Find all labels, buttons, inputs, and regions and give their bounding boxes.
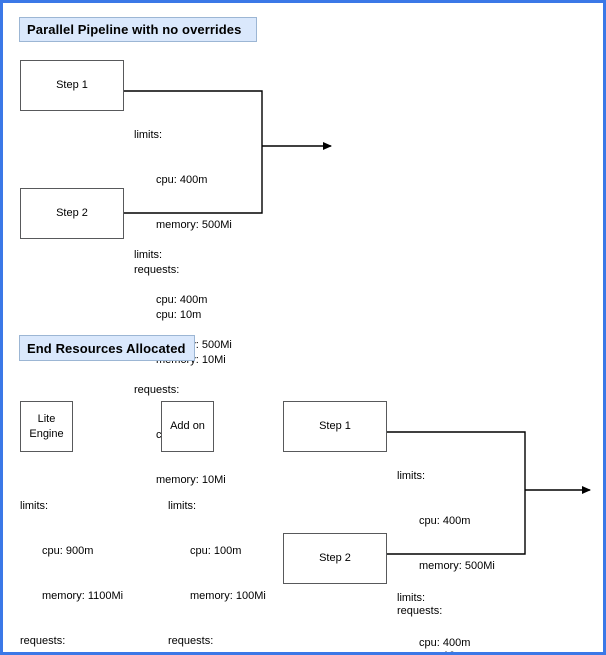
requests-label: requests: (397, 605, 443, 617)
limits-memory: memory: 100Mi (190, 590, 266, 602)
limits-label: limits: (20, 500, 49, 512)
section-title-parallel-pipeline: Parallel Pipeline with no overrides (19, 17, 257, 42)
limits-memory: memory: 500Mi (156, 219, 232, 231)
limits-cpu: cpu: 900m (42, 545, 94, 557)
requests-cpu: cpu: 10m (156, 309, 202, 321)
node-label-line-1: Lite (37, 412, 56, 425)
node-bottom-step-2[interactable]: Step 2 (283, 533, 387, 584)
node-add-on[interactable]: Add on (161, 401, 214, 452)
node-top-step-2[interactable]: Step 2 (20, 188, 124, 239)
node-bottom-step-1[interactable]: Step 1 (283, 401, 387, 452)
requests-label: requests: (168, 635, 214, 647)
section-title-end-resources: End Resources Allocated (19, 335, 195, 361)
limits-label: limits: (168, 500, 197, 512)
resources-bottom-step-1: limits: cpu: 400m memory: 500Mi requests… (397, 439, 495, 652)
limits-cpu: cpu: 400m (419, 515, 471, 527)
limits-cpu: cpu: 400m (419, 637, 471, 649)
node-label: Step 1 (56, 79, 88, 91)
node-label-line-1: Add on (170, 420, 205, 432)
node-label-line-2: Engine (29, 427, 64, 440)
node-label: Step 2 (319, 552, 351, 564)
node-top-step-1[interactable]: Step 1 (20, 60, 124, 111)
limits-label: limits: (134, 129, 163, 141)
resources-lite-engine: limits: cpu: 900m memory: 1100Mi request… (20, 469, 124, 652)
requests-label: requests: (134, 384, 180, 396)
resources-bottom-step-2: limits: cpu: 400m memory: 500Mi requests… (397, 561, 495, 652)
limits-memory: memory: 1100Mi (42, 590, 124, 602)
node-label: Step 1 (319, 420, 351, 432)
node-lite-engine[interactable]: Lite Engine (20, 401, 73, 452)
resources-add-on: limits: cpu: 100m memory: 100Mi requests… (168, 469, 266, 652)
limits-label: limits: (397, 592, 426, 604)
node-label: Step 2 (56, 207, 88, 219)
limits-label: limits: (134, 249, 163, 261)
limits-cpu: cpu: 400m (156, 174, 208, 186)
limits-cpu: cpu: 400m (156, 294, 208, 306)
requests-label: requests: (20, 635, 66, 647)
requests-memory: memory: 10Mi (156, 474, 226, 486)
limits-label: limits: (397, 470, 426, 482)
limits-memory: memory: 500Mi (419, 560, 495, 572)
requests-cpu: cpu: 10m (397, 649, 495, 652)
requests-label: requests: (134, 264, 180, 276)
limits-cpu: cpu: 100m (190, 545, 242, 557)
